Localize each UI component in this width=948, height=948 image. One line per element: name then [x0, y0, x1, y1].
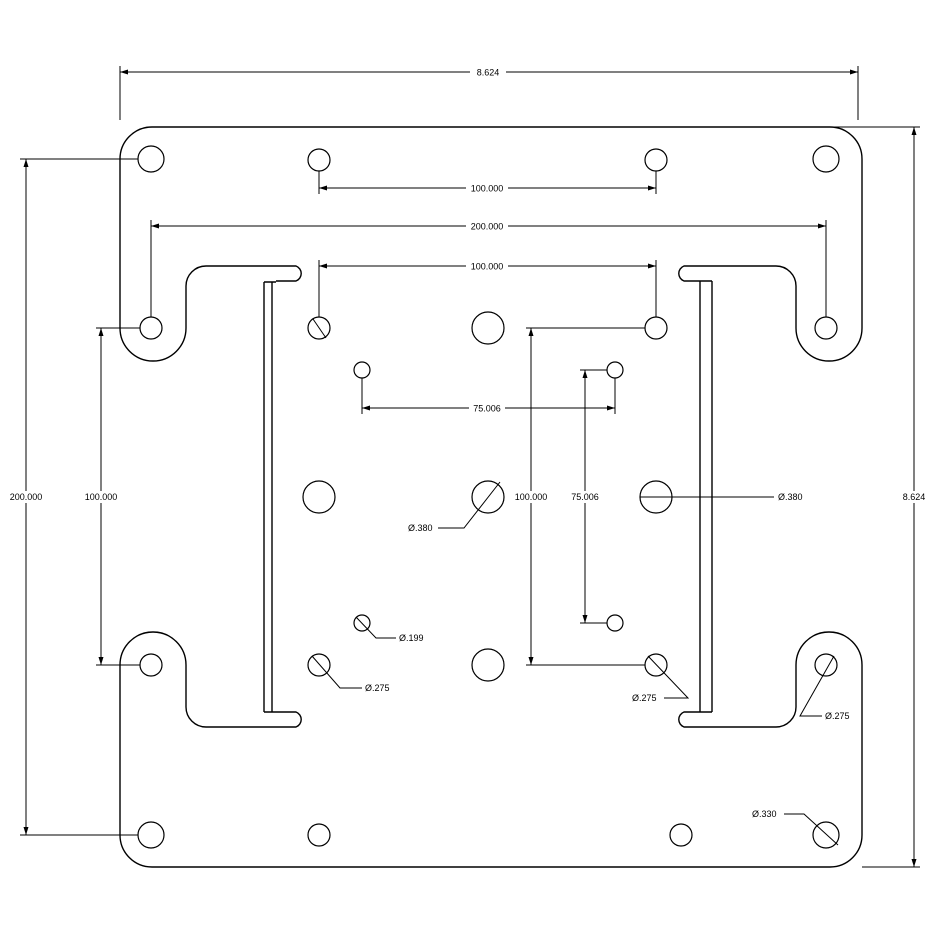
overall-height-label: 8.624: [903, 492, 926, 502]
center-75-label: 75.006: [571, 492, 599, 502]
d199-label: Ø.199: [399, 633, 424, 643]
upper-wide-label: 200.000: [471, 222, 504, 232]
left-100-label: 100.000: [85, 492, 118, 502]
center-100-label: 100.000: [515, 492, 548, 502]
d380-center-label: Ø.380: [408, 523, 433, 533]
diameter-leaders: [311, 318, 839, 846]
left-200-label: 200.000: [10, 492, 43, 502]
d330-label: Ø.330: [752, 809, 777, 819]
d380-right-label: Ø.380: [778, 492, 803, 502]
d275-left-label: Ø.275: [365, 683, 390, 693]
d275-right-label: Ø.275: [825, 711, 850, 721]
top-spacing-label: 100.000: [471, 184, 504, 194]
overall-width-label: 8.624: [477, 68, 500, 78]
d275-mid-label: Ø.275: [632, 693, 657, 703]
inner-top-label: 100.000: [471, 262, 504, 272]
dimension-labels: 8.624 100.000 200.000 100.000 75.006 8.6…: [4, 66, 931, 819]
plate-outline: [119, 126, 863, 868]
inner-75-h-label: 75.006: [473, 404, 501, 414]
